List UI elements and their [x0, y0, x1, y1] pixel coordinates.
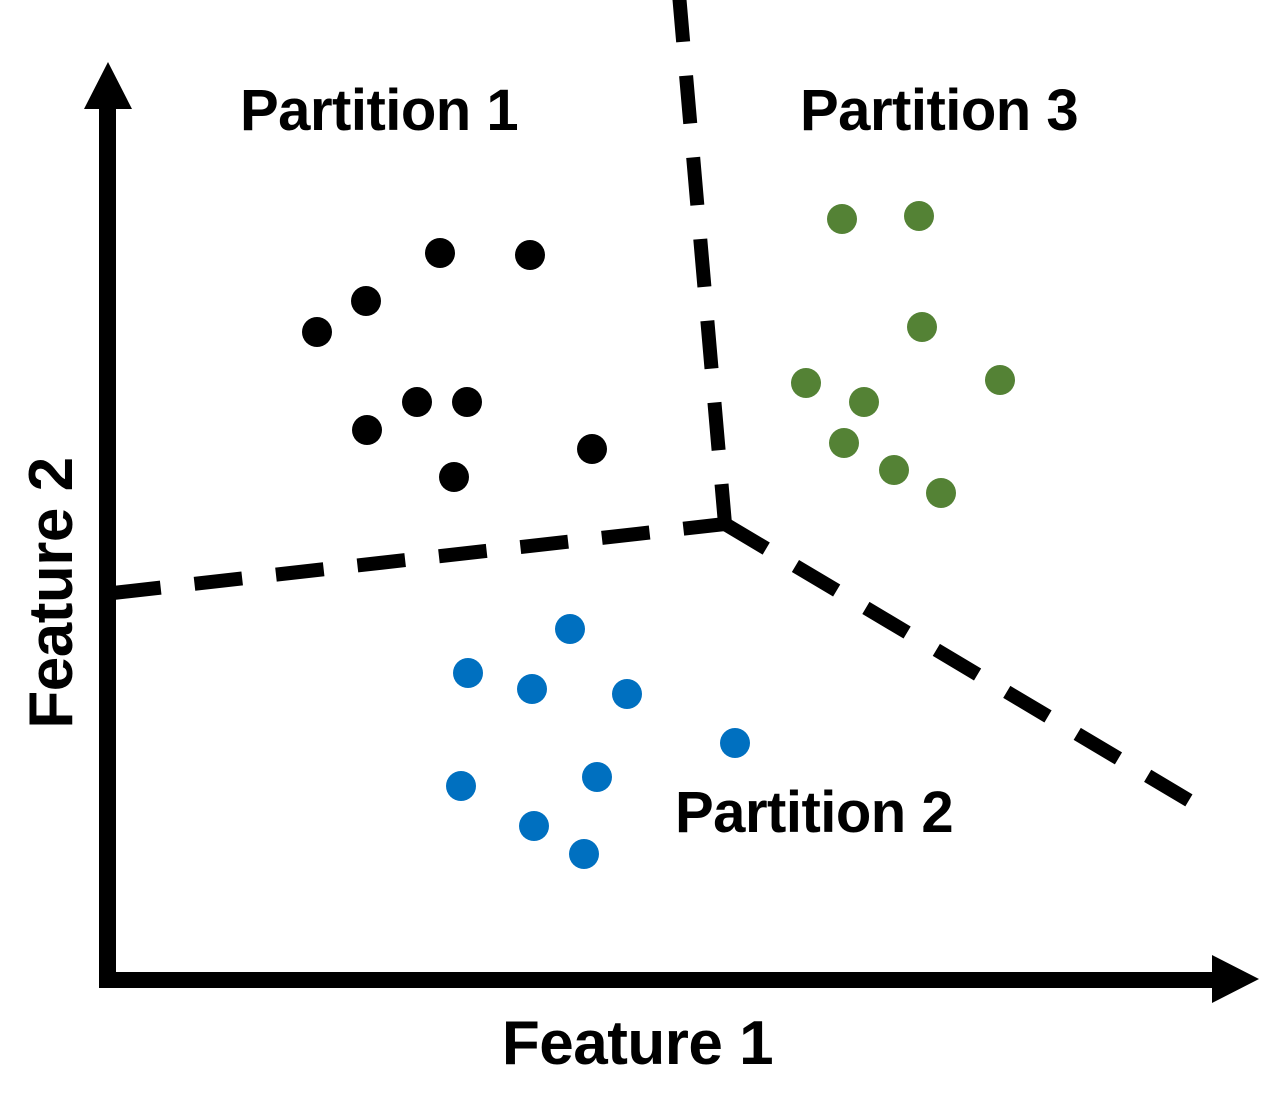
- series-2-points: [446, 614, 750, 869]
- data-point: [402, 387, 432, 417]
- data-point: [577, 434, 607, 464]
- data-point: [907, 312, 937, 342]
- boundary-right-descending: [721, 517, 1204, 814]
- data-point: [926, 478, 956, 508]
- data-point: [827, 204, 857, 234]
- y-axis-title: Feature 2: [17, 457, 86, 729]
- axes-group: [84, 62, 1259, 1003]
- data-point: [425, 238, 455, 268]
- data-point: [519, 811, 549, 841]
- partition-boundaries: [112, 0, 1204, 814]
- series-3-points: [791, 201, 1015, 508]
- data-point: [904, 201, 934, 231]
- data-point: [515, 240, 545, 270]
- data-point: [453, 658, 483, 688]
- data-point: [452, 387, 482, 417]
- series-1-points: [302, 238, 607, 492]
- data-point: [849, 387, 879, 417]
- boundary-left-horizontal: [112, 517, 726, 600]
- data-point: [720, 728, 750, 758]
- data-point: [555, 614, 585, 644]
- data-point: [439, 462, 469, 492]
- data-point: [302, 317, 332, 347]
- data-point: [569, 839, 599, 869]
- y-axis-with-arrow: [84, 62, 132, 980]
- data-point: [791, 368, 821, 398]
- data-points-group: [302, 201, 1015, 869]
- data-point: [517, 674, 547, 704]
- data-point: [582, 762, 612, 792]
- data-point: [351, 286, 381, 316]
- data-point: [829, 428, 859, 458]
- x-axis-with-arrow: [99, 955, 1259, 1003]
- boundary-upper-vertical: [672, 0, 732, 525]
- data-point: [612, 679, 642, 709]
- partition-3-label: Partition 3: [800, 78, 1079, 143]
- data-point: [446, 771, 476, 801]
- data-point: [879, 455, 909, 485]
- x-axis-title: Feature 1: [501, 1009, 774, 1078]
- partition-1-label: Partition 1: [240, 78, 519, 143]
- data-point: [352, 415, 382, 445]
- data-point: [985, 365, 1015, 395]
- partition-2-label: Partition 2: [675, 780, 954, 845]
